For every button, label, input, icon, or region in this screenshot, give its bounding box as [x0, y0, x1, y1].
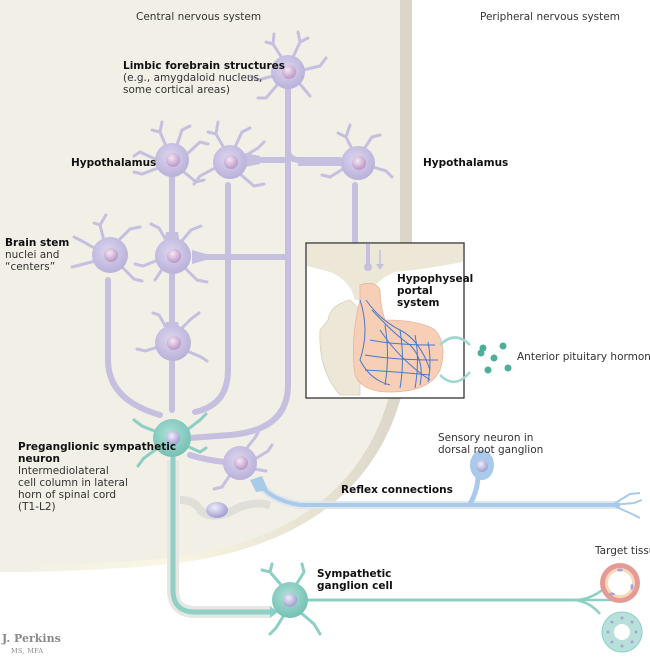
- signature-name: J. Perkins: [2, 632, 61, 645]
- preganglionic-axon: [167, 450, 275, 618]
- purple-axons: [105, 87, 358, 465]
- neuron-hypothalamus-right: [298, 123, 394, 180]
- label-anterior-pituitary-hormones: Anterior pituitary hormones: [517, 351, 650, 363]
- label-limbic-line1: (e.g., amygdaloid nucleus,: [123, 72, 263, 84]
- target-gland: [601, 611, 643, 653]
- hormone-arrows: [439, 336, 471, 383]
- label-preganglionic-line3: horn of spinal cord: [18, 489, 117, 501]
- label-sensory-line1: Sensory neuron in: [438, 432, 534, 444]
- target-vessel: [600, 563, 640, 603]
- label-portal-line1: Hypophyseal: [397, 273, 474, 285]
- sensory-fiber: [250, 450, 643, 519]
- label-preganglionic-line2: cell column in lateral: [18, 477, 128, 489]
- cns-region: [0, 0, 412, 572]
- label-brainstem-line2: “centers”: [5, 261, 56, 273]
- hormone-particles: [477, 342, 512, 374]
- label-limbic-title: Limbic forebrain structures: [123, 60, 286, 72]
- label-preganglionic-line4: (T1-L2): [18, 501, 56, 513]
- label-peripheral-nervous-system: Peripheral nervous system: [480, 11, 620, 23]
- label-sympathetic-line1: Sympathetic: [317, 568, 392, 580]
- neuron-interneuron: [212, 431, 274, 491]
- neuron-limbic: [248, 30, 328, 100]
- neuron-brainstem-1: [70, 213, 144, 283]
- label-reflex-connections: Reflex connections: [341, 484, 453, 496]
- label-central-nervous-system: Central nervous system: [136, 11, 262, 23]
- label-brainstem-title: Brain stem: [5, 237, 70, 249]
- label-hypothalamus-right: Hypothalamus: [423, 157, 509, 169]
- postganglionic-fiber: [270, 587, 615, 618]
- label-preganglionic-line1: Intermediolateral: [18, 465, 109, 477]
- label-target-tissue: Target tissue: [595, 545, 650, 557]
- signature-credentials: MS, MFA: [11, 647, 44, 655]
- neuron-brainstem-3: [135, 311, 209, 363]
- neuron-hypothalamus-2: [192, 120, 266, 188]
- label-sensory-line2: dorsal root ganglion: [438, 444, 544, 456]
- label-limbic-line2: some cortical areas): [123, 84, 230, 96]
- neuron-preganglionic: [132, 412, 208, 468]
- label-preganglionic-title2: neuron: [18, 453, 60, 465]
- neuron-brainstem-2: [133, 222, 209, 284]
- label-hypothalamus-left: Hypothalamus: [71, 157, 157, 169]
- pituitary-inset: [305, 242, 465, 399]
- label-portal-line3: system: [397, 297, 440, 309]
- label-preganglionic-title1: Preganglionic sympathetic: [18, 441, 177, 453]
- small-cell-myelin: [179, 496, 271, 520]
- label-brainstem-line1: nuclei and: [5, 249, 60, 261]
- neuron-hypothalamus-1: [132, 120, 210, 184]
- neuron-sympathetic-ganglion: [260, 562, 322, 636]
- label-sympathetic-line2: ganglion cell: [317, 580, 393, 592]
- label-portal-line2: portal: [397, 285, 433, 297]
